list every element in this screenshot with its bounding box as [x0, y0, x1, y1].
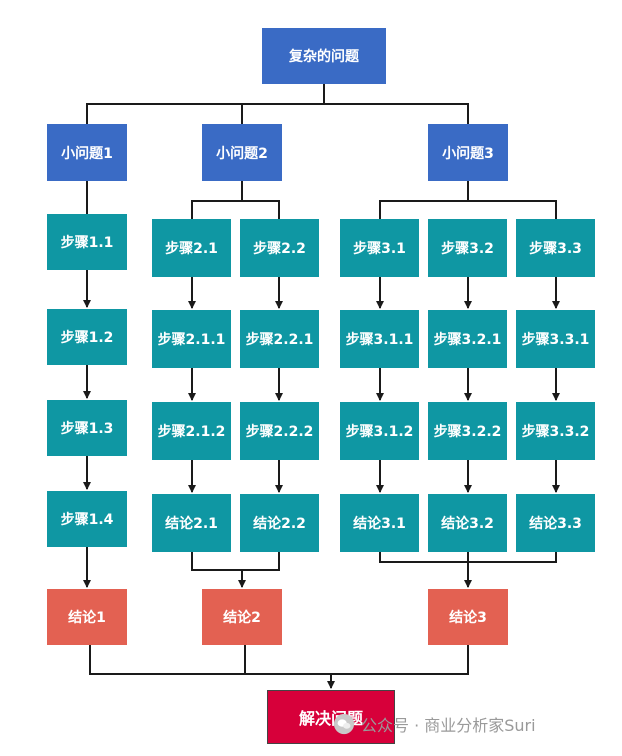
- step-1-3-node: 步骤1.3: [47, 400, 127, 456]
- step-1-4-node: 步骤1.4: [47, 491, 127, 547]
- step-3-2-1-node: 步骤3.2.1: [428, 310, 507, 368]
- step-3-1-node: 步骤3.1: [340, 219, 419, 277]
- sub-conclusion-2-2-node: 结论2.2: [240, 494, 319, 552]
- subproblem-2-node: 小问题2: [202, 124, 282, 181]
- root-problem-node: 复杂的问题: [262, 28, 386, 84]
- step-2-2-2-node: 步骤2.2.2: [240, 402, 319, 460]
- connector-1: [86, 103, 469, 124]
- step-3-1-1-node: 步骤3.1.1: [340, 310, 419, 368]
- watermark: 公众号 · 商业分析家Suri: [333, 712, 536, 736]
- subproblem-1-node: 小问题1: [47, 124, 127, 181]
- connector-16: [191, 552, 280, 571]
- step-2-1-node: 步骤2.1: [152, 219, 231, 277]
- conclusion-3-node: 结论3: [428, 589, 508, 645]
- step-1-2-node: 步骤1.2: [47, 309, 127, 365]
- step-3-3-node: 步骤3.3: [516, 219, 595, 277]
- step-2-2-node: 步骤2.2: [240, 219, 319, 277]
- step-3-1-2-node: 步骤3.1.2: [340, 402, 419, 460]
- conclusion-1-node: 结论1: [47, 589, 127, 645]
- connector-9: [191, 200, 280, 219]
- connector-31: [89, 645, 469, 675]
- sub-conclusion-2-1-node: 结论2.1: [152, 494, 231, 552]
- conclusion-2-node: 结论2: [202, 589, 282, 645]
- step-2-1-1-node: 步骤2.1.1: [152, 310, 231, 368]
- step-2-1-2-node: 步骤2.1.2: [152, 402, 231, 460]
- step-1-1-node: 步骤1.1: [47, 214, 127, 270]
- final-solve-problem-node: 解决问题: [267, 690, 395, 744]
- connector-19: [379, 200, 557, 219]
- step-2-2-1-node: 步骤2.2.1: [240, 310, 319, 368]
- step-3-3-1-node: 步骤3.3.1: [516, 310, 595, 368]
- step-3-2-node: 步骤3.2: [428, 219, 507, 277]
- subproblem-3-node: 小问题3: [428, 124, 508, 181]
- step-3-2-2-node: 步骤3.2.2: [428, 402, 507, 460]
- sub-conclusion-3-3-node: 结论3.3: [516, 494, 595, 552]
- wechat-icon: [333, 713, 355, 735]
- sub-conclusion-3-1-node: 结论3.1: [340, 494, 419, 552]
- sub-conclusion-3-2-node: 结论3.2: [428, 494, 507, 552]
- step-3-3-2-node: 步骤3.3.2: [516, 402, 595, 460]
- watermark-text: 公众号 · 商业分析家Suri: [361, 716, 536, 735]
